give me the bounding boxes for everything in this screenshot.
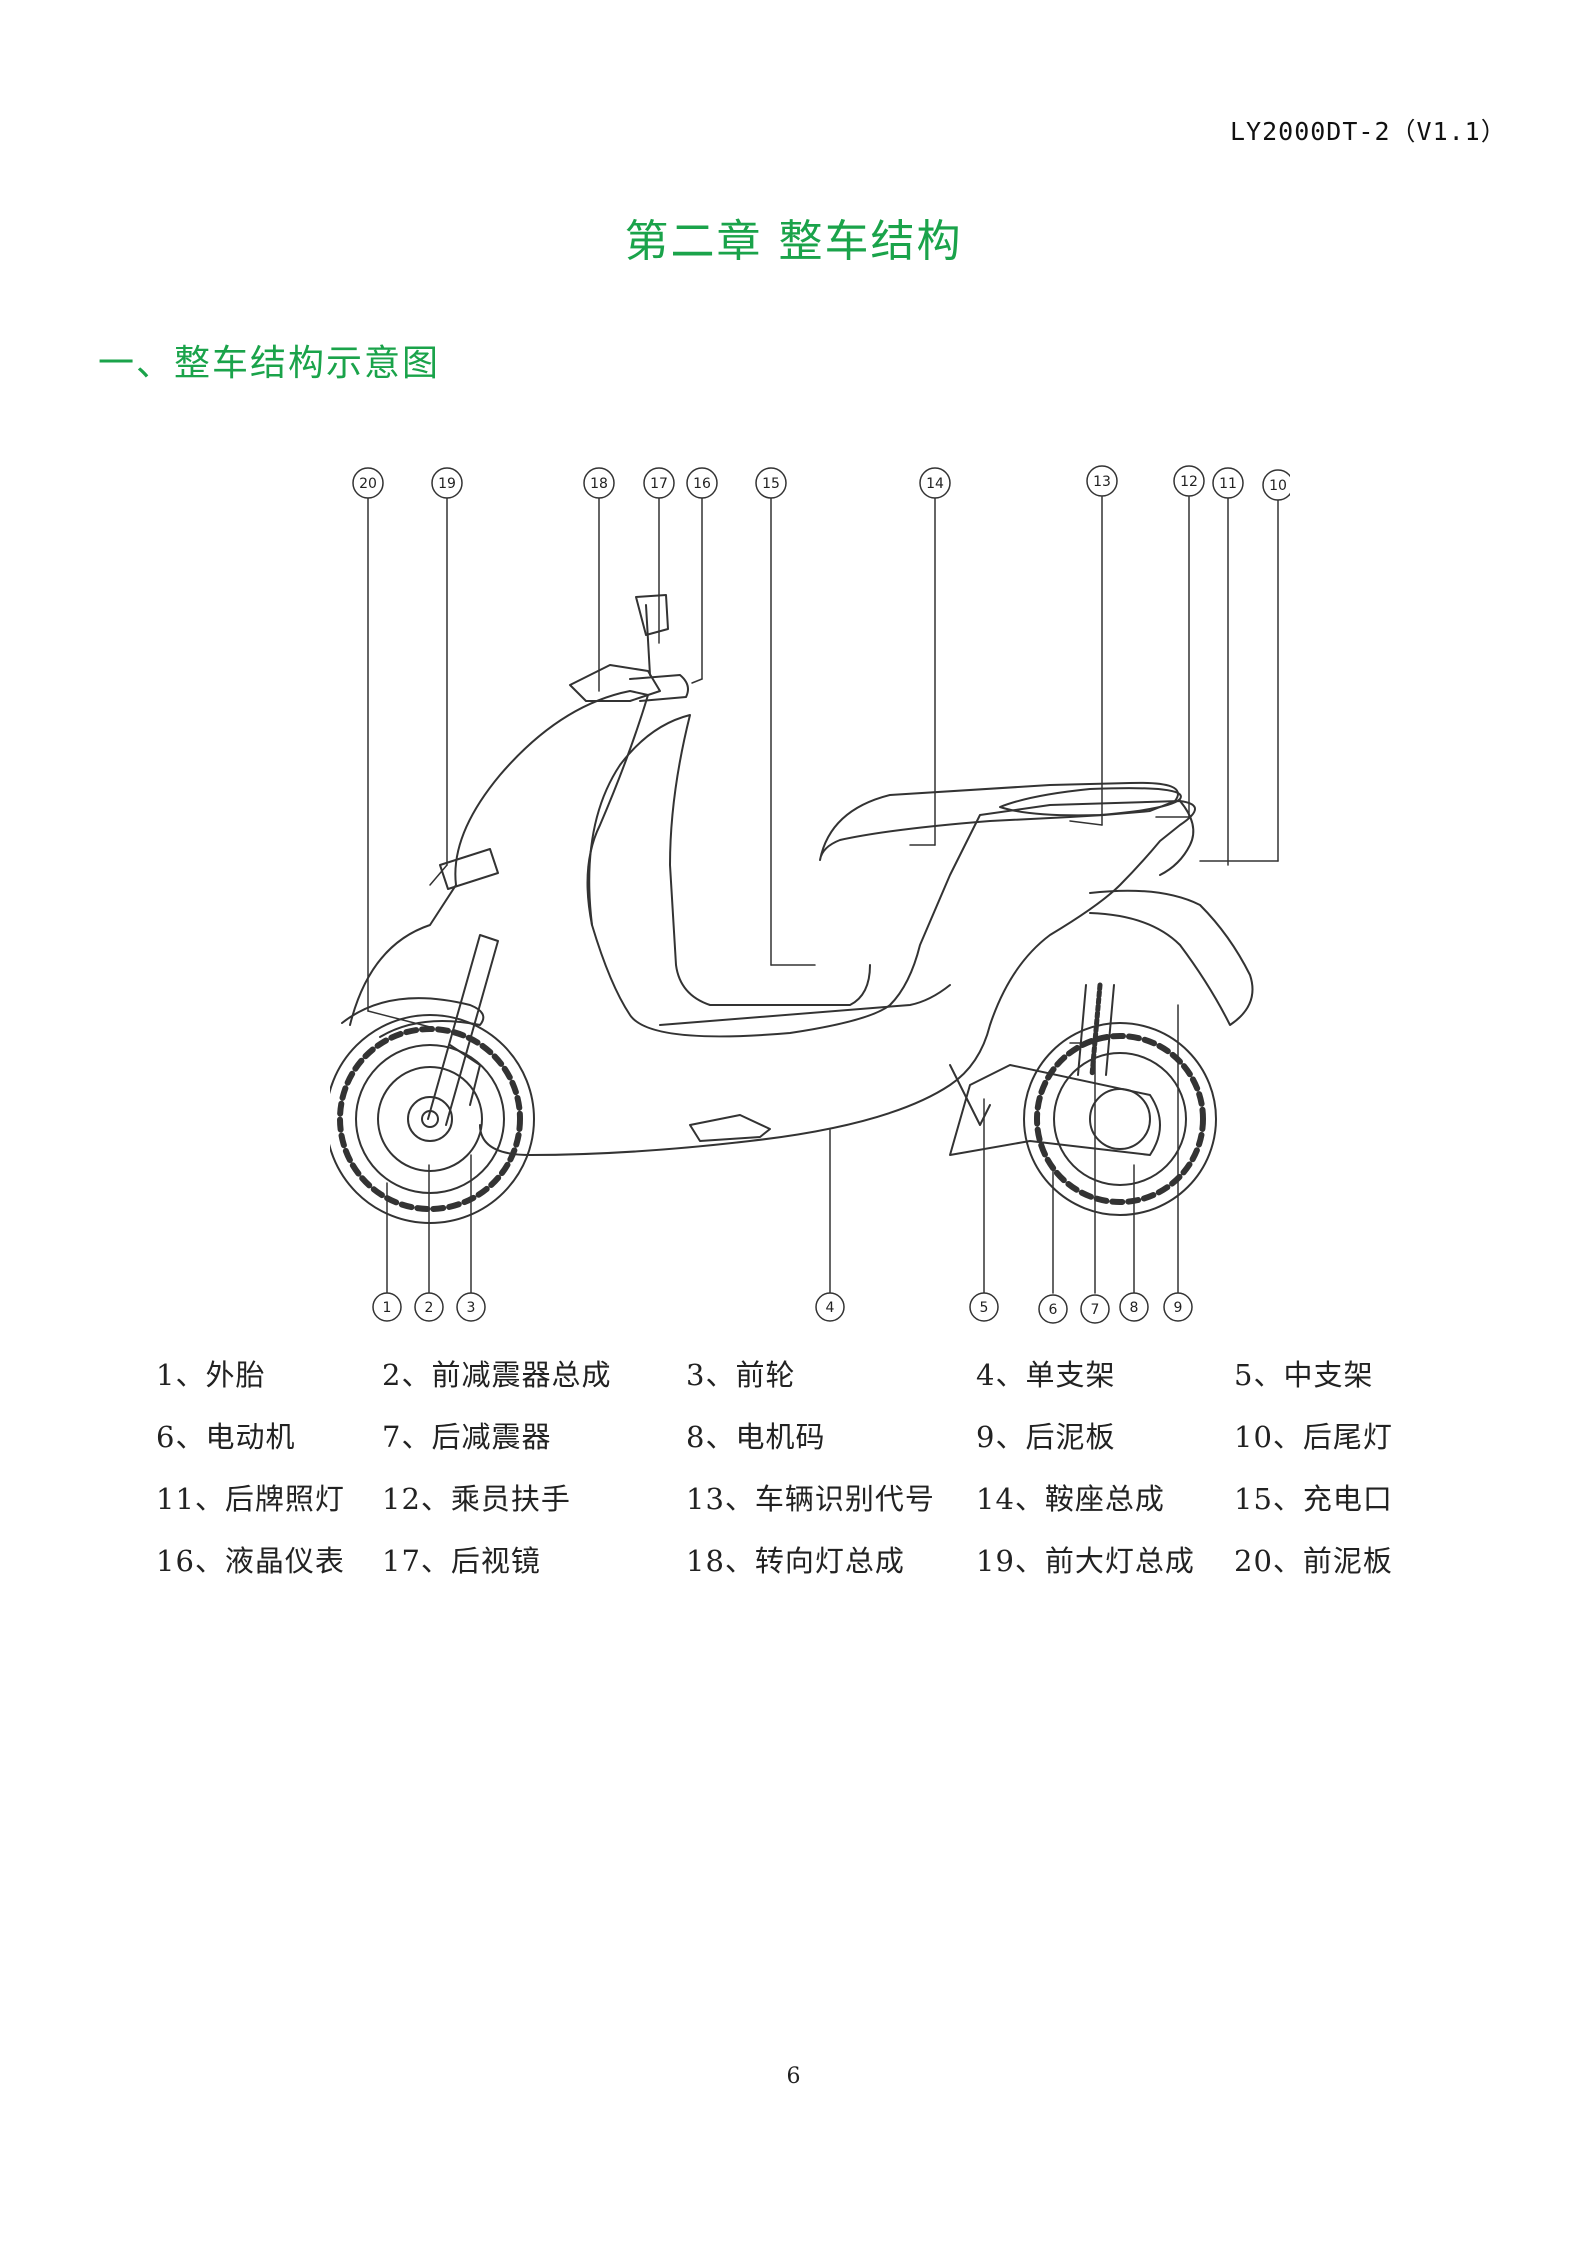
scooter-structure-diagram: 20 19 18 17 16 15 14 13 12 11 10 1 2 3 4… — [330, 465, 1290, 1324]
part-label: 20、前泥板 — [1234, 1544, 1393, 1578]
part-label: 19、前大灯总成 — [976, 1544, 1195, 1578]
part-label: 14、鞍座总成 — [976, 1482, 1165, 1516]
part-label: 2、前减震器总成 — [382, 1358, 612, 1392]
part-label: 17、后视镜 — [382, 1544, 541, 1578]
section-title: 一、整车结构示意图 — [98, 343, 441, 384]
callout-12: 12 — [1173, 465, 1205, 497]
svg-text:8: 8 — [1130, 1300, 1139, 1316]
part-label: 15、充电口 — [1234, 1482, 1393, 1516]
callout-19: 19 — [431, 467, 463, 499]
mirror — [635, 594, 669, 676]
callout-7: 7 — [1080, 1294, 1110, 1324]
callout-8: 8 — [1119, 1292, 1149, 1322]
callouts-bottom: 1 2 3 4 5 6 7 8 9 — [372, 1292, 1193, 1324]
parts-row: 6、电动机 7、后减震器 8、电机码 9、后泥板 10、后尾灯 — [156, 1414, 1456, 1476]
leg-shield — [588, 714, 871, 1006]
callout-1: 1 — [372, 1292, 402, 1322]
callout-3: 3 — [456, 1292, 486, 1322]
svg-text:13: 13 — [1093, 474, 1111, 490]
part-label: 13、车辆识别代号 — [686, 1482, 935, 1516]
svg-text:10: 10 — [1269, 478, 1287, 494]
rear-shock — [1077, 982, 1115, 1078]
callout-14: 14 — [919, 467, 951, 499]
svg-text:4: 4 — [826, 1300, 835, 1316]
part-label: 3、前轮 — [686, 1358, 796, 1392]
svg-text:3: 3 — [467, 1300, 476, 1316]
callout-5: 5 — [969, 1292, 999, 1322]
center-stand — [949, 1064, 991, 1126]
callout-13: 13 — [1086, 465, 1118, 497]
front-fork — [427, 934, 499, 1126]
svg-text:19: 19 — [438, 476, 456, 492]
part-label: 5、中支架 — [1234, 1358, 1374, 1392]
part-label: 1、外胎 — [156, 1358, 266, 1392]
part-label: 11、后牌照灯 — [156, 1482, 345, 1516]
body-outline — [349, 690, 1196, 1156]
svg-text:18: 18 — [590, 476, 608, 492]
callout-9: 9 — [1163, 1292, 1193, 1322]
part-label: 18、转向灯总成 — [686, 1544, 905, 1578]
part-label: 16、液晶仪表 — [156, 1544, 345, 1578]
callouts-top: 20 19 18 17 16 15 14 13 12 11 10 — [352, 465, 1290, 501]
page-number: 6 — [786, 2064, 801, 2089]
kickstand — [689, 1114, 771, 1142]
rear-fender — [1089, 889, 1254, 1026]
document-code: LY2000DT-2（V1.1） — [1230, 117, 1507, 146]
svg-text:16: 16 — [693, 476, 711, 492]
svg-text:12: 12 — [1180, 474, 1198, 490]
rear-wheel — [1023, 1022, 1217, 1216]
part-label: 9、后泥板 — [976, 1420, 1116, 1454]
svg-text:11: 11 — [1219, 476, 1237, 492]
leader-lines-top — [367, 496, 1279, 1028]
svg-text:2: 2 — [425, 1300, 434, 1316]
svg-text:5: 5 — [980, 1300, 989, 1316]
part-label: 10、后尾灯 — [1234, 1420, 1393, 1454]
parts-row: 11、后牌照灯 12、乘员扶手 13、车辆识别代号 14、鞍座总成 15、充电口 — [156, 1476, 1456, 1538]
parts-legend: 1、外胎 2、前减震器总成 3、前轮 4、单支架 5、中支架 6、电动机 7、后… — [156, 1352, 1456, 1600]
swing-arm — [949, 1064, 1161, 1156]
svg-text:20: 20 — [359, 476, 377, 492]
front-wheel — [330, 1014, 535, 1224]
svg-text:1: 1 — [383, 1300, 392, 1316]
parts-row: 1、外胎 2、前减震器总成 3、前轮 4、单支架 5、中支架 — [156, 1352, 1456, 1414]
front-fender-outline — [341, 997, 485, 1038]
part-label: 8、电机码 — [686, 1420, 826, 1454]
seat-outline — [819, 781, 1179, 861]
callout-2: 2 — [414, 1292, 444, 1322]
part-label: 6、电动机 — [156, 1420, 296, 1454]
footboard — [659, 984, 951, 1026]
svg-text:7: 7 — [1091, 1302, 1100, 1318]
svg-text:15: 15 — [762, 476, 780, 492]
callout-10: 10 — [1262, 469, 1290, 501]
svg-text:9: 9 — [1174, 1300, 1183, 1316]
callout-18: 18 — [583, 467, 615, 499]
part-label: 4、单支架 — [976, 1358, 1116, 1392]
headlight — [439, 848, 499, 890]
part-label: 7、后减震器 — [382, 1420, 552, 1454]
svg-text:17: 17 — [650, 476, 668, 492]
svg-text:6: 6 — [1049, 1302, 1058, 1318]
callout-11: 11 — [1212, 467, 1244, 499]
callout-17: 17 — [643, 467, 675, 499]
callout-20: 20 — [352, 467, 384, 499]
rear-tail — [1159, 800, 1195, 876]
callout-15: 15 — [755, 467, 787, 499]
chapter-title: 第二章 整车结构 — [624, 216, 963, 267]
parts-row: 16、液晶仪表 17、后视镜 18、转向灯总成 19、前大灯总成 20、前泥板 — [156, 1538, 1456, 1600]
handlebar — [569, 664, 689, 702]
callout-16: 16 — [686, 467, 718, 499]
part-label: 12、乘员扶手 — [382, 1482, 571, 1516]
callout-4: 4 — [815, 1292, 845, 1322]
leader-lines-bottom — [386, 1004, 1179, 1294]
callout-6: 6 — [1038, 1294, 1068, 1324]
svg-text:14: 14 — [926, 476, 944, 492]
grab-rail — [999, 787, 1182, 817]
